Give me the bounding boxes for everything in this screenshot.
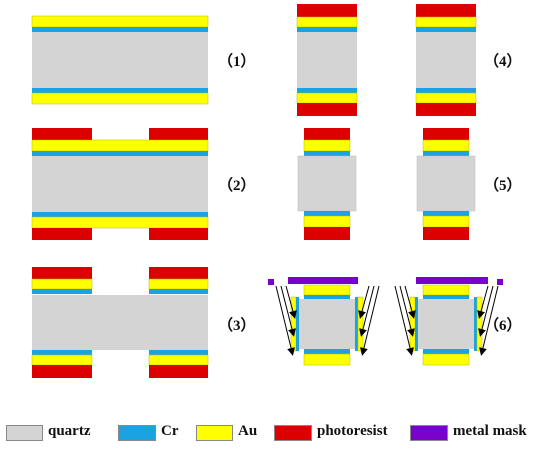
au-layer-bottom [31, 216, 209, 229]
au-layer-top [31, 139, 209, 152]
side-cr-right [355, 297, 358, 351]
step-1-diagram [31, 15, 209, 105]
legend-swatch-au [196, 425, 233, 441]
metal-mask-tab [268, 279, 274, 285]
au-bottom-left [31, 354, 93, 366]
side-au-right [357, 296, 364, 352]
step-label-2: （2） [218, 178, 256, 194]
cr-layer-bottom [32, 212, 208, 217]
side-au-right [476, 296, 483, 352]
cr-top-left [32, 289, 92, 294]
quartz-layer [32, 156, 208, 212]
legend-swatch-quartz [6, 425, 43, 441]
cr-layer-top [32, 151, 208, 156]
step-label-1: （1） [218, 54, 256, 70]
quartz-layer [32, 32, 208, 88]
photoresist-bottom-left [32, 365, 92, 378]
legend-label-metal-mask: metal mask [453, 423, 527, 439]
au-layer-bottom [31, 92, 209, 105]
cr-layer-bottom [32, 88, 208, 93]
legend-swatch-cr [118, 425, 156, 441]
cr-bottom-right [149, 350, 208, 355]
pillar-right [409, 277, 503, 366]
au-layer-top [31, 15, 209, 28]
quartz-layer [32, 295, 208, 350]
step-4-diagram [296, 4, 477, 116]
pillar-left [296, 4, 358, 116]
pillar-right [416, 128, 476, 240]
photoresist-top-left [32, 128, 92, 140]
photoresist-bottom-right [149, 365, 208, 378]
step-label-3: （3） [218, 318, 256, 334]
legend-label-au: Au [238, 423, 258, 439]
au-top-left [31, 278, 93, 290]
legend: quartz Cr Au photoresist metal mask [0, 420, 550, 444]
step-2-diagram [31, 128, 209, 240]
au-top-right [148, 278, 209, 290]
side-cr-left [296, 297, 299, 351]
step-label-6: （6） [484, 318, 522, 334]
photoresist-top-right [149, 267, 208, 279]
legend-swatch-metal-mask [410, 425, 448, 441]
photoresist-bottom-right [149, 228, 208, 240]
legend-label-quartz: quartz [48, 423, 91, 439]
legend-label-cr: Cr [161, 423, 179, 439]
pillar-left [297, 128, 357, 240]
cr-layer-top [32, 27, 208, 32]
step-6-diagram [268, 277, 503, 366]
metal-mask [416, 277, 488, 284]
photoresist-top-right [149, 128, 208, 140]
side-cr-left [415, 297, 418, 351]
deposition-arrows [275, 285, 499, 356]
pillar-left [268, 277, 364, 366]
metal-mask-tab [497, 279, 503, 285]
pillar-right [415, 4, 477, 116]
side-cr-right [474, 297, 477, 351]
cr-bottom-left [32, 350, 92, 355]
cr-top-right [149, 289, 208, 294]
legend-label-photoresist: photoresist [317, 423, 388, 439]
au-bottom-right [148, 354, 209, 366]
step-3-diagram [31, 267, 209, 378]
step-5-diagram [297, 128, 476, 240]
photoresist-top-left [32, 267, 92, 279]
legend-swatch-photoresist [274, 425, 312, 441]
metal-mask [288, 277, 358, 284]
step-label-4: （4） [484, 54, 522, 70]
step-label-5: （5） [484, 178, 522, 194]
photoresist-bottom-left [32, 228, 92, 240]
